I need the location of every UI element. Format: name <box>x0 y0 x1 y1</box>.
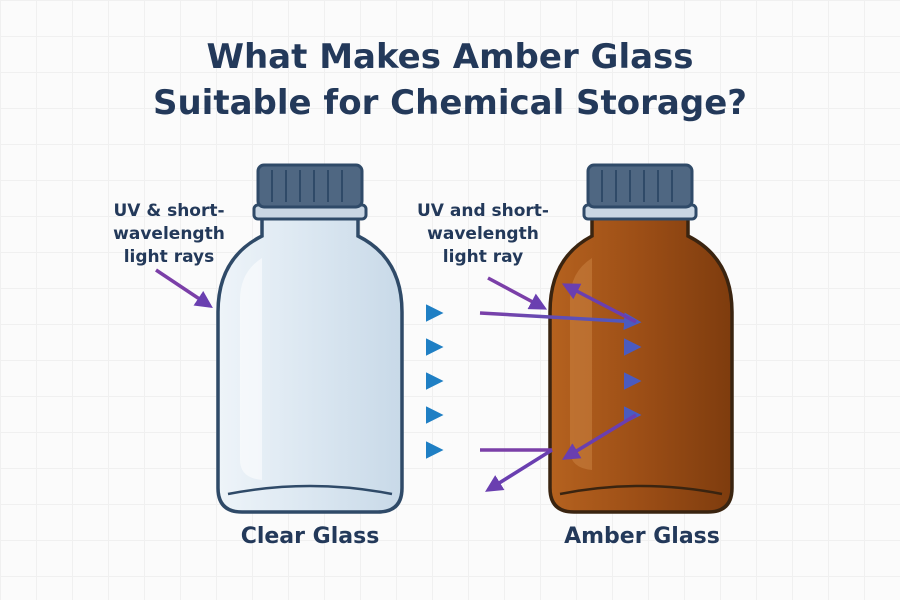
amber-bottle-cap <box>586 163 694 209</box>
amber-ray-1-reflect <box>561 283 637 324</box>
clear-bottle-body <box>216 216 404 514</box>
amber-ray-1 <box>479 311 642 330</box>
clear-bottle <box>216 163 404 514</box>
clear-bottle-cap <box>256 163 364 209</box>
amber-ray-4-reflect <box>562 413 637 460</box>
amber-ray-label-line-1: UV and short- <box>416 201 549 221</box>
page-title: What Makes Amber Glass Suitable for Chem… <box>0 34 900 126</box>
clear-ray-label-line-2: wavelength <box>113 224 225 244</box>
amber-rays <box>479 276 642 492</box>
amber-ray-label: UV and short- wavelength light ray <box>408 200 558 269</box>
amber-ray-label-line-3: light ray <box>442 247 524 267</box>
amber-ray-5-reflect <box>485 448 553 492</box>
clear-ray-incident <box>155 268 213 308</box>
amber-ray-label-line-2: wavelength <box>427 224 539 244</box>
clear-cap-ridges <box>271 170 343 202</box>
clear-ray-label-line-1: UV & short- <box>113 201 225 221</box>
amber-glass-caption: Amber Glass <box>564 524 720 549</box>
title-line-2: Suitable for Chemical Storage? <box>152 83 747 123</box>
clear-rays <box>150 268 444 459</box>
amber-bottle <box>548 163 734 514</box>
clear-bottle-base-curve <box>227 484 393 496</box>
amber-bottle-highlight <box>570 258 592 470</box>
amber-ray-incident <box>487 276 548 310</box>
amber-cap-ridges <box>601 170 673 202</box>
clear-bottle-highlight <box>240 258 262 480</box>
clear-glass-caption: Clear Glass <box>240 524 380 549</box>
clear-ray-label: UV & short- wavelength light rays <box>104 200 234 269</box>
amber-bottle-base-curve <box>559 484 723 496</box>
clear-ray-label-line-3: light rays <box>123 247 215 267</box>
title-line-1: What Makes Amber Glass <box>206 37 694 77</box>
